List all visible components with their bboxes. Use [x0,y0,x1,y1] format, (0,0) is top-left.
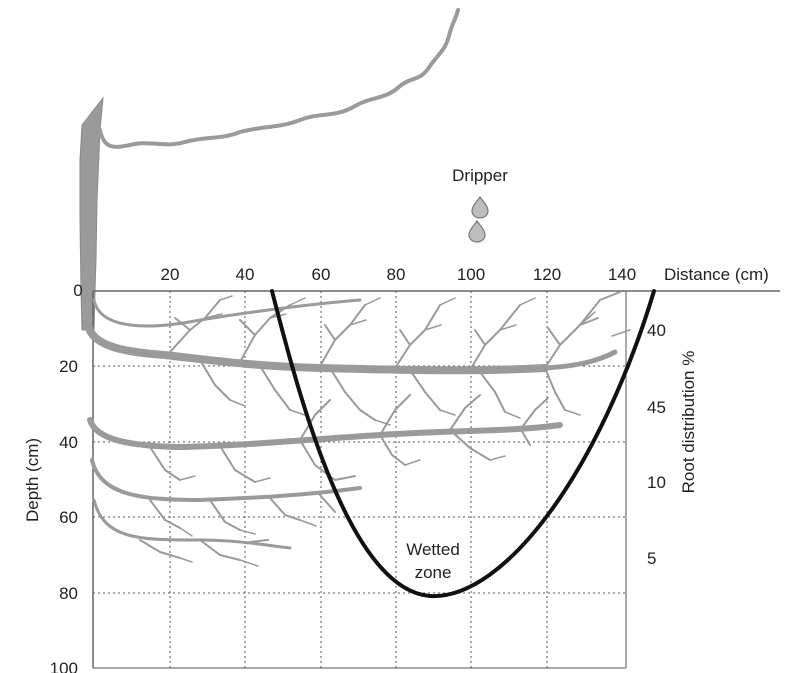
x-tick-label: 140 [608,265,636,284]
root-system [84,291,631,567]
wetted-zone-boundary [270,289,656,599]
x-tick-label: 100 [457,265,485,284]
right-axis-label: Root distribution % [679,351,698,494]
plant-stem [79,8,460,331]
y-tick-label: 100 [50,659,78,673]
wetted-zone-label-line2: zone [415,563,452,582]
y-axis-label: Depth (cm) [23,438,42,522]
x-axis-label: Distance (cm) [664,265,769,284]
water-drop-icon [468,219,486,243]
plant-trunk [79,96,104,331]
plant-vine [98,8,460,149]
root-distribution-value: 45 [647,398,666,417]
dripper-icon [468,195,489,243]
root-distribution-value: 40 [647,321,666,340]
x-tick-label: 80 [387,265,406,284]
y-tick-label: 20 [59,357,78,376]
y-tick-label: 40 [59,433,78,452]
root-distribution-value: 5 [647,549,656,568]
y-tick-label: 60 [59,508,78,527]
dripper-label: Dripper [452,166,508,185]
x-tick-label: 60 [312,265,331,284]
y-tick-label: 80 [59,584,78,603]
x-tick-label: 20 [161,265,180,284]
root-distribution-value: 10 [647,473,666,492]
x-tick-label: 40 [236,265,255,284]
water-drop-icon [471,195,489,219]
x-axis-origin: 0 [73,281,82,300]
x-tick-label: 120 [533,265,561,284]
wetted-zone-label-line1: Wetted [406,540,460,559]
